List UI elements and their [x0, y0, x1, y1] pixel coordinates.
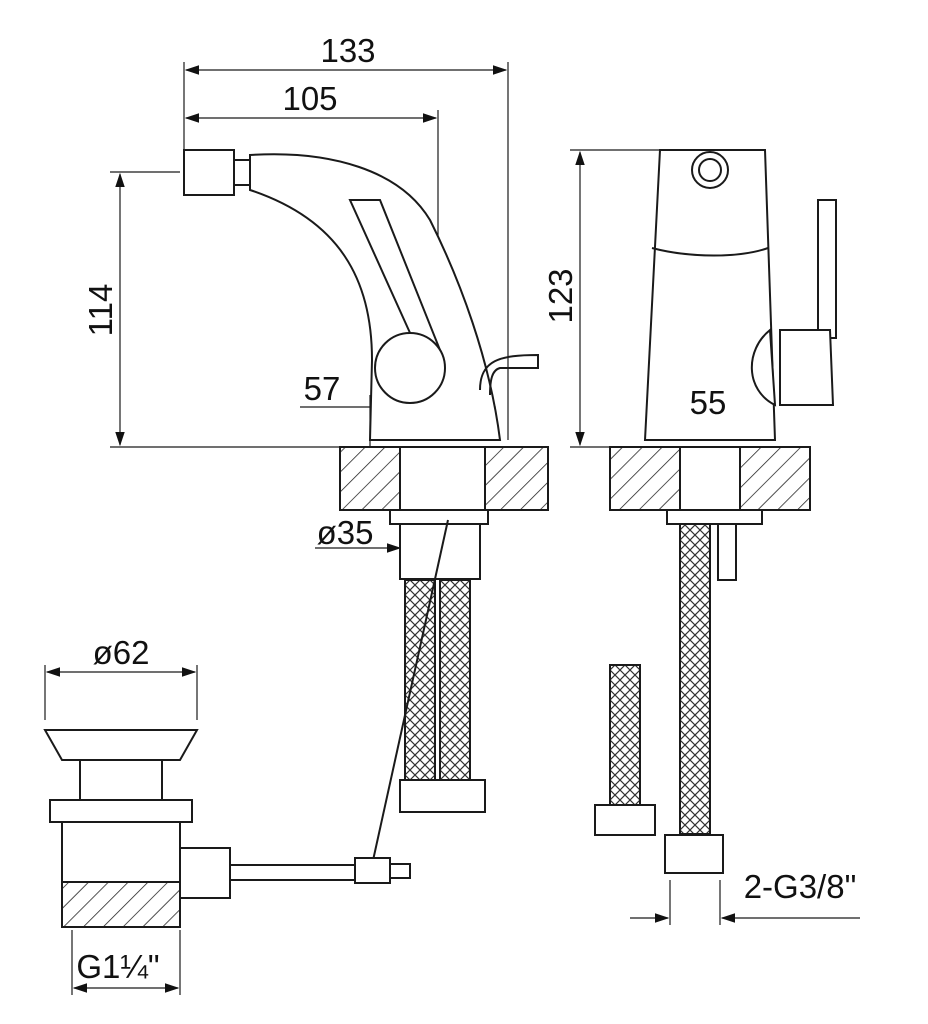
dim-overall-length: 133	[320, 32, 375, 69]
dim-height-right: 123	[542, 268, 579, 323]
dim-hose-thread: 2-G3/8"	[744, 868, 857, 905]
faucet-front-view	[594, 149, 837, 874]
dim-mount-diameter: ø35	[317, 514, 374, 551]
dim-base-width: 55	[690, 384, 727, 421]
dim-spout-reach: 105	[282, 80, 337, 117]
waste-assembly	[43, 729, 355, 928]
faucet-side-view	[183, 149, 549, 884]
dim-base-offset: 57	[304, 370, 341, 407]
dim-height-left: 114	[82, 284, 119, 337]
dim-waste-thread: G1¼"	[76, 948, 159, 985]
dim-waste-diameter: ø62	[93, 634, 150, 671]
